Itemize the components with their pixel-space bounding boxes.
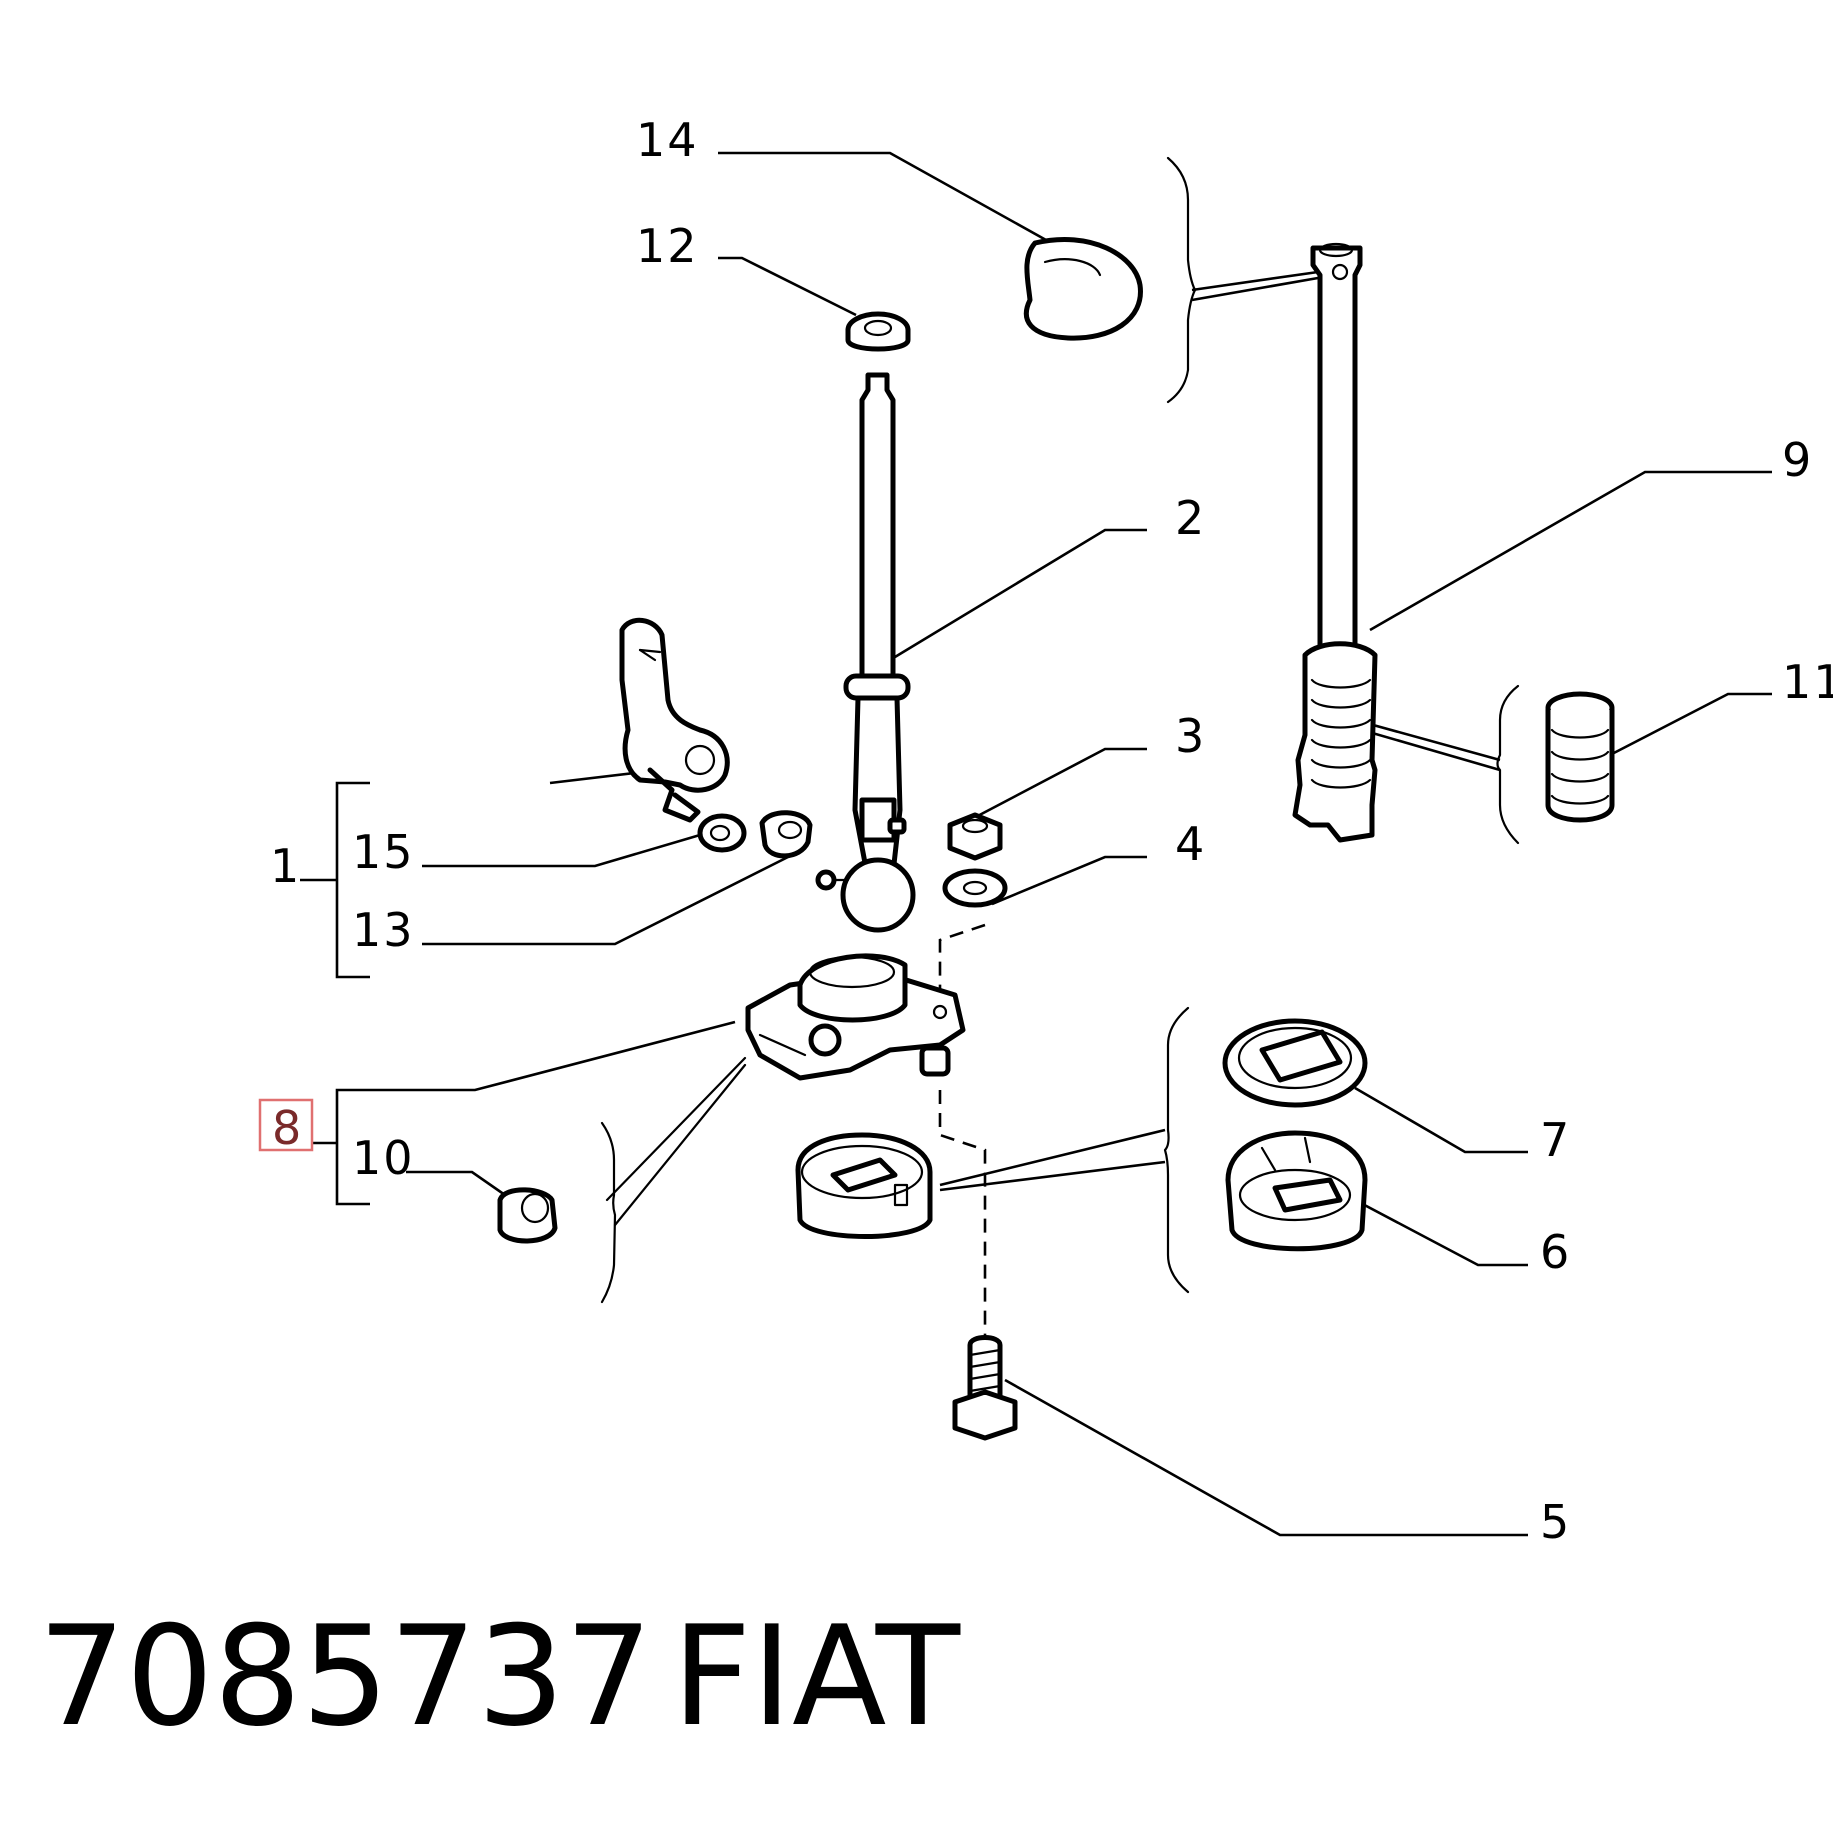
callout-15: 15 [352,825,415,879]
callout-14: 14 [636,113,699,167]
part-6-cup [1225,1130,1368,1252]
part-5-bolt [952,1335,1018,1441]
part-13-bush [759,810,813,859]
callout-12: 12 [636,219,699,273]
part-1-selector-lever [619,618,730,823]
part-cup-assembly [795,1132,933,1239]
callout-labels: 14 12 9 2 11 3 4 1 15 13 8 10 7 6 5 [258,113,1833,1549]
part-14-gear-knob [1023,237,1143,341]
part-12-bush [845,311,911,352]
callout-8: 8 [272,1101,303,1155]
callout-8-highlight [258,1098,314,1152]
part-2-shift-rod [815,372,916,933]
part-8-support-housing [745,953,966,1081]
brand-name: FIAT [672,1596,961,1757]
part-4-washer [942,868,1008,908]
callout-6: 6 [1540,1225,1571,1279]
callout-5: 5 [1540,1495,1571,1549]
callout-10: 10 [352,1131,415,1185]
callout-7: 7 [1540,1113,1571,1167]
part-9-lever-shaft [1292,242,1378,843]
callout-4: 4 [1175,817,1206,871]
part-10-bush [497,1187,558,1244]
part-7-slotted-cup [1222,1018,1368,1108]
part-number: 7085737 [38,1596,653,1757]
callout-9: 9 [1782,433,1813,487]
part-11-spring [1545,691,1615,823]
callout-1: 1 [270,839,301,893]
assembly-brackets [600,156,1520,1304]
callout-11: 11 [1782,655,1833,709]
callout-3: 3 [1175,709,1206,763]
callout-2: 2 [1175,491,1206,545]
leader-lines [300,151,1772,1537]
callout-13: 13 [352,903,415,957]
part-3-nut [947,812,1003,861]
part-15-clip-ring [697,813,747,853]
